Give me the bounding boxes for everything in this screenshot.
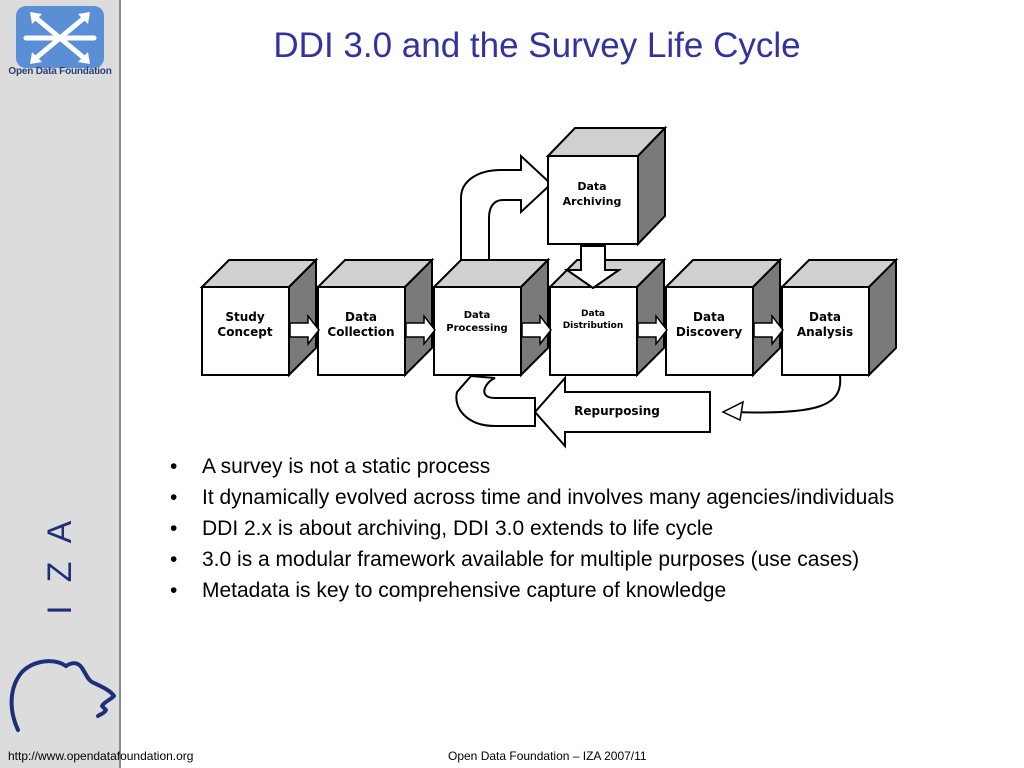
bullet-item: • Metadata is key to comprehensive captur…	[160, 579, 1010, 603]
data-distribution-line2: Distribution	[563, 321, 624, 331]
data-processing-line2: Processing	[446, 323, 507, 334]
repurposing-label: Repurposing	[574, 404, 660, 418]
study-concept-line2: Concept	[217, 325, 272, 339]
iza-letter-i: I	[41, 605, 79, 614]
bullet-symbol: •	[170, 517, 178, 540]
arrow-discovery-to-analysis	[753, 313, 784, 347]
arrow-distribution-to-discovery	[637, 313, 668, 347]
bullet-symbol: •	[170, 548, 178, 571]
arrow-processing-to-distribution	[521, 313, 552, 347]
data-analysis-line1: Data	[809, 310, 841, 324]
analysis-return-head	[721, 400, 744, 422]
open-data-foundation-logo	[16, 6, 104, 68]
analysis-return-line	[734, 375, 842, 414]
bullet-item: • It dynamically evolved across time and …	[160, 486, 1010, 510]
logo-text: Open Data Foundation	[8, 66, 112, 77]
data-collection-line2: Collection	[327, 325, 394, 339]
data-archiving-line1: Data	[577, 180, 606, 193]
bullet-item: • DDI 2.x is about archiving, DDI 3.0 ext…	[160, 517, 1010, 541]
bullet-text: Metadata is key to comprehensive capture…	[202, 579, 727, 602]
iza-profile-icon	[9, 659, 116, 732]
processing-to-archiving-arrow	[460, 153, 553, 261]
repurposing-arrow	[533, 375, 711, 449]
bullet-item: • 3.0 is a modular framework available fo…	[160, 548, 1010, 572]
repurposing-return-arrow	[455, 374, 536, 427]
sidebar: Open Data Foundation A Z I	[0, 0, 121, 768]
data-archiving-line2: Archiving	[563, 195, 622, 208]
data-distribution-line1: Data	[581, 309, 605, 319]
slide-title: DDI 3.0 and the Survey Life Cycle	[273, 26, 801, 65]
iza-letter-z: Z	[41, 562, 79, 583]
iza-letter-a: A	[41, 520, 79, 543]
flow-arrows	[289, 313, 784, 347]
bullet-list: • A survey is not a static process • It dy…	[160, 455, 1010, 610]
footer-url: http://www.opendatafoundation.org	[8, 749, 194, 763]
data-collection-line1: Data	[345, 310, 377, 324]
bullet-text: 3.0 is a modular framework available for…	[202, 548, 860, 571]
archiving-to-distribution-arrow	[563, 245, 623, 290]
data-discovery-box: Data Discovery	[663, 257, 783, 378]
bullet-text: It dynamically evolved across time and i…	[202, 486, 895, 509]
data-discovery-line1: Data	[693, 310, 725, 324]
data-analysis-box: Data Analysis	[779, 257, 899, 378]
arrow-collection-to-processing	[405, 313, 436, 347]
iza-logo-letters: A Z I	[41, 520, 79, 614]
bullet-symbol: •	[170, 486, 178, 509]
study-concept-line1: Study	[225, 310, 265, 324]
bullet-item: • A survey is not a static process	[160, 455, 1010, 479]
data-collection-box: Data Collection	[315, 257, 435, 378]
data-archiving-box: Data Archiving	[545, 125, 668, 247]
arrow-concept-to-collection	[289, 313, 320, 347]
study-concept-box: Study Concept	[199, 257, 319, 378]
data-analysis-line2: Analysis	[797, 325, 853, 339]
survey-life-cycle-diagram: Study Concept Data Collection Data Proce…	[199, 125, 899, 449]
bullet-symbol: •	[170, 455, 178, 478]
bullet-text: DDI 2.x is about archiving, DDI 3.0 exte…	[202, 517, 714, 540]
bullet-symbol: •	[170, 579, 178, 602]
data-discovery-line2: Discovery	[676, 325, 742, 339]
data-processing-line1: Data	[464, 310, 491, 321]
bullet-text: A survey is not a static process	[202, 455, 491, 478]
data-processing-box: Data Processing	[431, 257, 551, 378]
footer-center-text: Open Data Foundation – IZA 2007/11	[448, 749, 647, 763]
